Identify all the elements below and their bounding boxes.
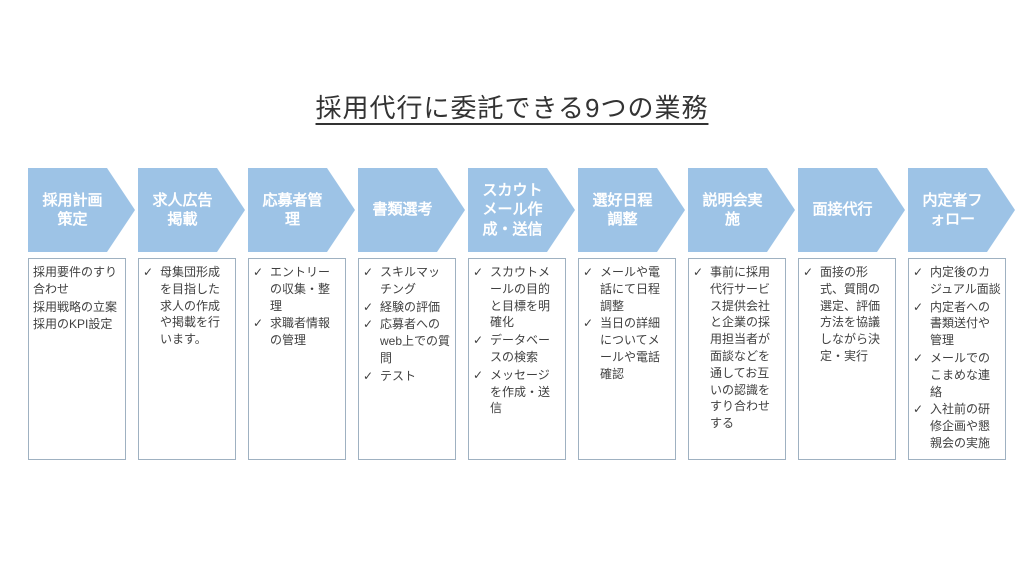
checkmark-icon: ✓ [693, 265, 704, 279]
list-item: ✓メールや電話にて日程調整 [583, 265, 661, 313]
checkmark-icon: ✓ [253, 316, 264, 331]
step-detail-box-4: ✓スキルマッチング ✓経験の評価 ✓応募者へのweb上での質問 ✓テスト [358, 258, 456, 460]
step-arrow-label: 応募者管理 [262, 191, 323, 228]
step-detail-box-2: ✓母集団形成を目指した求人の作成や掲載を行います。 [138, 258, 236, 460]
step-arrow-label: 採用計画策定 [42, 191, 103, 228]
step-detail-box-3: ✓エントリーの収集・整理 ✓求職者情報の管理 [248, 258, 346, 460]
list-item: ✓求職者情報の管理 [253, 316, 331, 348]
list-item: ✓メッセージを作成・送信 [473, 367, 551, 416]
step-arrow-1: 採用計画策定 [28, 168, 135, 252]
list-item: 採用要件のすり合わせ [33, 265, 118, 296]
checkmark-icon: ✓ [913, 350, 924, 365]
task-list: ✓面接の形式、質問の選定、評価方法を協議しながら決定・実行 [803, 264, 891, 365]
step-arrow-label: 説明会実施 [702, 191, 763, 228]
checkmark-icon: ✓ [913, 402, 924, 417]
step-arrow-label: 面接代行 [812, 201, 873, 219]
step-arrow-3: 応募者管理 [248, 168, 355, 252]
step-detail-box-7: ✓事前に採用代行サービス提供会社と企業の採用担当者が面談などを通してお互いの認識… [688, 258, 786, 460]
list-item: ✓スキルマッチング [363, 265, 441, 296]
process-flow: 採用計画策定 採用要件のすり合わせ 採用戦略の立案 採用のKPI設定 求人広告掲… [28, 168, 1006, 460]
step-column-9: 内定者フォロー ✓内定後のカジュアル面談 ✓内定者への書類送付や管理 ✓メールで… [908, 168, 1006, 460]
task-list: 採用要件のすり合わせ 採用戦略の立案 採用のKPI設定 [33, 264, 121, 333]
checkmark-icon: ✓ [583, 265, 594, 279]
checkmark-icon: ✓ [363, 317, 374, 332]
checkmark-icon: ✓ [913, 299, 924, 314]
step-arrow-label: 選好日程調整 [592, 191, 653, 228]
list-item: ✓事前に採用代行サービス提供会社と企業の採用担当者が面談などを通してお互いの認識… [693, 265, 771, 431]
list-item: ✓内定後のカジュアル面談 [913, 265, 1001, 296]
list-item: ✓当日の詳細についてメールや電話確認 [583, 316, 661, 381]
list-item: 採用のKPI設定 [33, 317, 113, 332]
step-arrow-label: 内定者フォロー [922, 191, 983, 228]
list-item: ✓メールでのこまめな連絡 [913, 350, 991, 399]
checkmark-icon: ✓ [143, 265, 154, 279]
list-item: ✓応募者へのweb上での質問 [363, 317, 451, 365]
list-item: ✓入社前の研修企画や懇親会の実施 [913, 402, 991, 450]
list-item: ✓テスト [363, 368, 417, 383]
step-column-7: 説明会実施 ✓事前に採用代行サービス提供会社と企業の採用担当者が面談などを通して… [688, 168, 786, 460]
step-detail-box-5: ✓スカウトメールの目的と目標を明確化 ✓データベースの検索 ✓メッセージを作成・… [468, 258, 566, 460]
step-column-5: スカウトメール作成・送信 ✓スカウトメールの目的と目標を明確化 ✓データベースの… [468, 168, 566, 460]
list-item: ✓スカウトメールの目的と目標を明確化 [473, 265, 551, 330]
checkmark-icon: ✓ [473, 333, 484, 348]
checkmark-icon: ✓ [583, 316, 594, 331]
list-item: ✓母集団形成を目指した求人の作成や掲載を行います。 [143, 265, 221, 347]
step-column-3: 応募者管理 ✓エントリーの収集・整理 ✓求職者情報の管理 [248, 168, 346, 460]
list-item: ✓経験の評価 [363, 299, 441, 314]
step-arrow-6: 選好日程調整 [578, 168, 685, 252]
task-list: ✓母集団形成を目指した求人の作成や掲載を行います。 [143, 264, 231, 348]
checkmark-icon: ✓ [803, 265, 814, 279]
list-item: ✓データベースの検索 [473, 333, 551, 364]
step-column-8: 面接代行 ✓面接の形式、質問の選定、評価方法を協議しながら決定・実行 [798, 168, 896, 460]
checkmark-icon: ✓ [363, 368, 374, 383]
list-item: ✓内定者への書類送付や管理 [913, 299, 991, 348]
checkmark-icon: ✓ [253, 265, 264, 279]
task-list: ✓エントリーの収集・整理 ✓求職者情報の管理 [253, 264, 341, 349]
step-arrow-8: 面接代行 [798, 168, 905, 252]
task-list: ✓スカウトメールの目的と目標を明確化 ✓データベースの検索 ✓メッセージを作成・… [473, 264, 561, 417]
checkmark-icon: ✓ [473, 367, 484, 382]
task-list: ✓スキルマッチング ✓経験の評価 ✓応募者へのweb上での質問 ✓テスト [363, 264, 451, 385]
step-arrow-2: 求人広告掲載 [138, 168, 245, 252]
task-list: ✓メールや電話にて日程調整 ✓当日の詳細についてメールや電話確認 [583, 264, 671, 383]
checkmark-icon: ✓ [473, 265, 484, 279]
step-column-6: 選好日程調整 ✓メールや電話にて日程調整 ✓当日の詳細についてメールや電話確認 [578, 168, 676, 460]
step-detail-box-8: ✓面接の形式、質問の選定、評価方法を協議しながら決定・実行 [798, 258, 896, 460]
step-detail-box-6: ✓メールや電話にて日程調整 ✓当日の詳細についてメールや電話確認 [578, 258, 676, 460]
list-item: ✓エントリーの収集・整理 [253, 265, 331, 313]
checkmark-icon: ✓ [913, 265, 924, 279]
step-arrow-7: 説明会実施 [688, 168, 795, 252]
checkmark-icon: ✓ [363, 265, 374, 279]
step-arrow-label: 求人広告掲載 [152, 191, 213, 228]
step-arrow-9: 内定者フォロー [908, 168, 1015, 252]
step-detail-box-1: 採用要件のすり合わせ 採用戦略の立案 採用のKPI設定 [28, 258, 126, 460]
step-column-2: 求人広告掲載 ✓母集団形成を目指した求人の作成や掲載を行います。 [138, 168, 236, 460]
page-title: 採用代行に委託できる9つの業務 [315, 93, 709, 123]
list-item: 採用戦略の立案 [33, 299, 118, 314]
step-arrow-label: 書類選考 [372, 201, 433, 219]
list-item: ✓面接の形式、質問の選定、評価方法を協議しながら決定・実行 [803, 265, 881, 363]
step-detail-box-9: ✓内定後のカジュアル面談 ✓内定者への書類送付や管理 ✓メールでのこまめな連絡 … [908, 258, 1006, 460]
step-arrow-5: スカウトメール作成・送信 [468, 168, 575, 252]
checkmark-icon: ✓ [363, 299, 374, 314]
step-column-4: 書類選考 ✓スキルマッチング ✓経験の評価 ✓応募者へのweb上での質問 ✓テス… [358, 168, 456, 460]
task-list: ✓事前に採用代行サービス提供会社と企業の採用担当者が面談などを通してお互いの認識… [693, 264, 781, 432]
step-column-1: 採用計画策定 採用要件のすり合わせ 採用戦略の立案 採用のKPI設定 [28, 168, 126, 460]
step-arrow-4: 書類選考 [358, 168, 465, 252]
task-list: ✓内定後のカジュアル面談 ✓内定者への書類送付や管理 ✓メールでのこまめな連絡 … [913, 264, 1001, 452]
step-arrow-label: スカウトメール作成・送信 [482, 181, 543, 238]
